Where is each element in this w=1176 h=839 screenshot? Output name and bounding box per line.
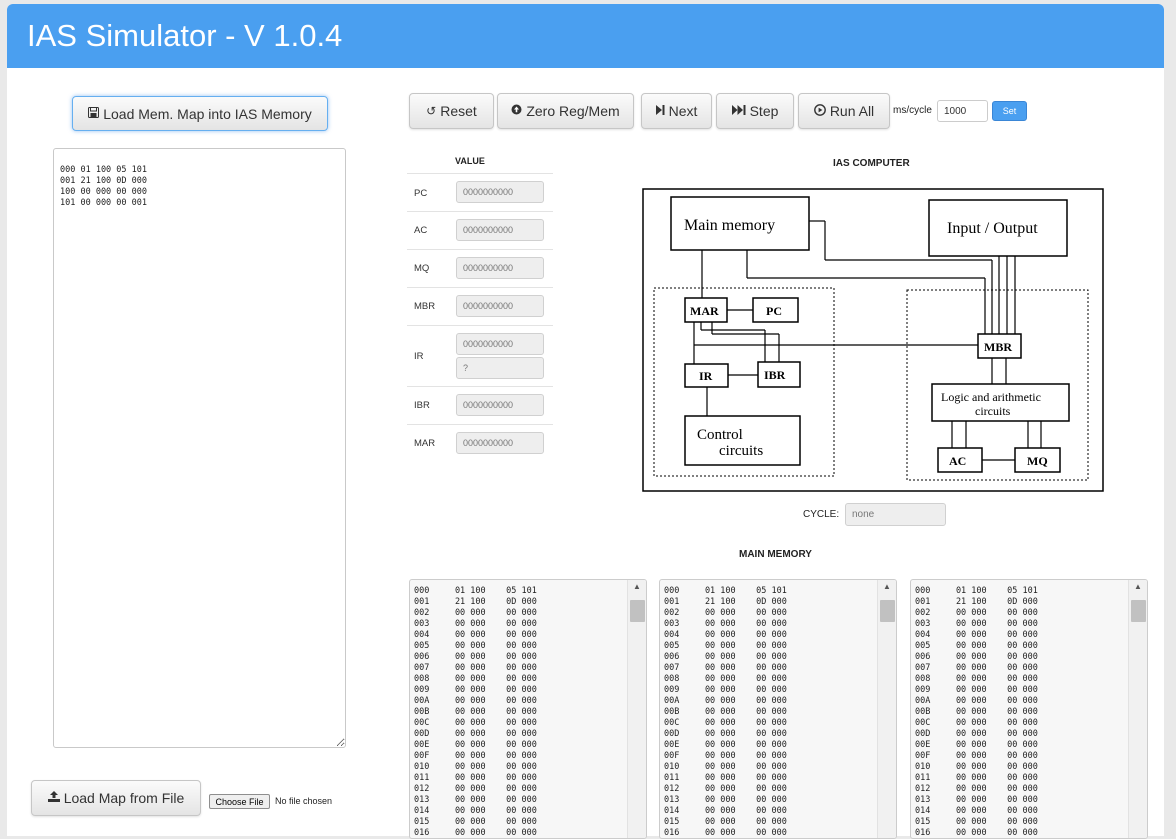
- load-mem-map-button[interactable]: Load Mem. Map into IAS Memory: [72, 96, 328, 131]
- memory-panel-1[interactable]: 000 01 100 05 101 001 21 100 0D 000 002 …: [409, 579, 647, 839]
- scroll-up-icon[interactable]: ▲: [1134, 582, 1142, 591]
- io-label: Input / Output: [947, 220, 1038, 237]
- control-circuits-box: [684, 415, 801, 466]
- upload-icon: [47, 791, 60, 805]
- register-label-ac: AC: [414, 225, 428, 236]
- register-input-ir[interactable]: [456, 333, 544, 355]
- control-label-line-1: Control: [697, 427, 743, 443]
- memory-listing-3: 000 01 100 05 101 001 21 100 0D 000 002 …: [915, 586, 1038, 838]
- ir-label: IR: [699, 369, 713, 383]
- register-label-ir: IR: [414, 351, 424, 362]
- cycle-input[interactable]: [845, 503, 946, 526]
- register-input-ibr[interactable]: [456, 394, 544, 416]
- load-map-from-file-label: Load Map from File: [63, 790, 185, 806]
- memory-listing-1: 000 01 100 05 101 001 21 100 0D 000 002 …: [414, 586, 537, 838]
- ibr-box: [757, 361, 801, 388]
- register-label-mar: MAR: [414, 438, 436, 449]
- register-value-header: VALUE: [455, 156, 485, 166]
- mbr-label: MBR: [984, 340, 1012, 354]
- run-all-label: Run All: [829, 103, 875, 119]
- register-input-pc[interactable]: [456, 181, 544, 203]
- ias-computer-diagram: Main memory Input / Output MAR PC MBR IR…: [642, 188, 1104, 492]
- next-label: Next: [668, 103, 698, 119]
- register-row-mbr: MBR: [407, 287, 553, 325]
- zero-reg-mem-button[interactable]: Zero Reg/Mem: [497, 93, 634, 129]
- step-button[interactable]: Step: [716, 93, 794, 129]
- ms-cycle-label: ms/cycle: [893, 105, 932, 116]
- zero-reg-mem-label: Zero Reg/Mem: [526, 103, 620, 119]
- mbr-box: [977, 333, 1022, 359]
- ms-cycle-input[interactable]: [937, 100, 988, 122]
- register-label-ibr: IBR: [414, 400, 430, 411]
- alu-box: [931, 383, 1070, 422]
- step-forward-icon: [655, 104, 665, 118]
- next-button[interactable]: Next: [641, 93, 712, 129]
- mq-label: MQ: [1027, 454, 1048, 468]
- register-input-ac[interactable]: [456, 219, 544, 241]
- cycle-label: CYCLE:: [803, 509, 840, 520]
- load-mem-map-label: Load Mem. Map into IAS Memory: [103, 105, 312, 122]
- main-memory-label: Main memory: [684, 217, 775, 234]
- memory-listing-2: 000 01 100 05 101 001 21 100 0D 000 002 …: [664, 586, 787, 838]
- memory-panel-2[interactable]: 000 01 100 05 101 001 21 100 0D 000 002 …: [659, 579, 897, 839]
- play-circle-icon: [813, 103, 826, 119]
- scroll-thumb[interactable]: [630, 600, 645, 622]
- main-memory-box: [670, 196, 810, 251]
- register-label-mbr: MBR: [414, 301, 436, 312]
- memory-panel-3[interactable]: 000 01 100 05 101 001 21 100 0D 000 002 …: [910, 579, 1148, 839]
- ibr-label: IBR: [764, 368, 786, 382]
- ir-box: [684, 363, 729, 388]
- scroll-up-icon[interactable]: ▲: [883, 582, 891, 591]
- scroll-up-icon[interactable]: ▲: [633, 582, 641, 591]
- register-input-mq[interactable]: [456, 257, 544, 279]
- save-icon: [88, 106, 100, 121]
- run-all-button[interactable]: Run All: [798, 93, 890, 129]
- mar-box: [684, 297, 728, 323]
- no-file-chosen-text: No file chosen: [275, 796, 333, 806]
- register-row-ac: AC: [407, 211, 553, 249]
- diagram-wires: [693, 220, 1042, 461]
- app-title: IAS Simulator - V 1.0.4: [27, 18, 343, 53]
- reset-label: Reset: [440, 103, 477, 119]
- ac-box: [937, 447, 983, 473]
- choose-file-button[interactable]: Choose File: [209, 794, 270, 809]
- control-unit-region: [653, 287, 835, 477]
- mem-map-textarea[interactable]: [53, 148, 346, 748]
- main-memory-title: MAIN MEMORY: [739, 549, 812, 560]
- ac-label: AC: [949, 454, 966, 468]
- pc-label: PC: [766, 304, 782, 318]
- alu-label-line-1: Logic and arithmetic: [941, 390, 1041, 404]
- register-input-mar[interactable]: [456, 432, 544, 454]
- register-row-ir: IR: [407, 325, 553, 385]
- mar-label: MAR: [690, 304, 719, 318]
- register-row-pc: PC: [407, 173, 553, 211]
- memory-scrollbar-3[interactable]: ▲: [1128, 580, 1147, 838]
- memory-scrollbar-2[interactable]: ▲: [877, 580, 896, 838]
- app-header: IAS Simulator - V 1.0.4: [7, 4, 1164, 68]
- control-label-line-2: circuits: [719, 443, 763, 459]
- io-box: [928, 199, 1068, 257]
- register-input-ir-opcode[interactable]: [456, 357, 544, 379]
- mq-box: [1014, 447, 1061, 473]
- diagram-title: IAS COMPUTER: [833, 158, 910, 169]
- pc-box: [752, 297, 799, 323]
- scroll-thumb[interactable]: [880, 600, 895, 622]
- step-label: Step: [749, 103, 779, 119]
- register-row-mar: MAR: [407, 424, 553, 462]
- set-button[interactable]: Set: [992, 101, 1027, 121]
- register-label-mq: MQ: [414, 263, 430, 274]
- load-map-from-file-button[interactable]: Load Map from File: [31, 780, 201, 816]
- reset-button[interactable]: ↺ Reset: [409, 93, 494, 129]
- register-label-pc: PC: [414, 188, 428, 199]
- fast-forward-icon: [731, 104, 746, 118]
- register-input-mbr[interactable]: [456, 295, 544, 317]
- memory-scrollbar-1[interactable]: ▲: [627, 580, 646, 838]
- alu-label-line-2: circuits: [975, 404, 1011, 418]
- up-circle-icon: [511, 104, 522, 118]
- register-row-ibr: IBR: [407, 386, 553, 424]
- scroll-thumb[interactable]: [1131, 600, 1146, 622]
- alu-region: [906, 289, 1089, 481]
- register-row-mq: MQ: [407, 249, 553, 287]
- undo-icon: ↺: [426, 104, 437, 118]
